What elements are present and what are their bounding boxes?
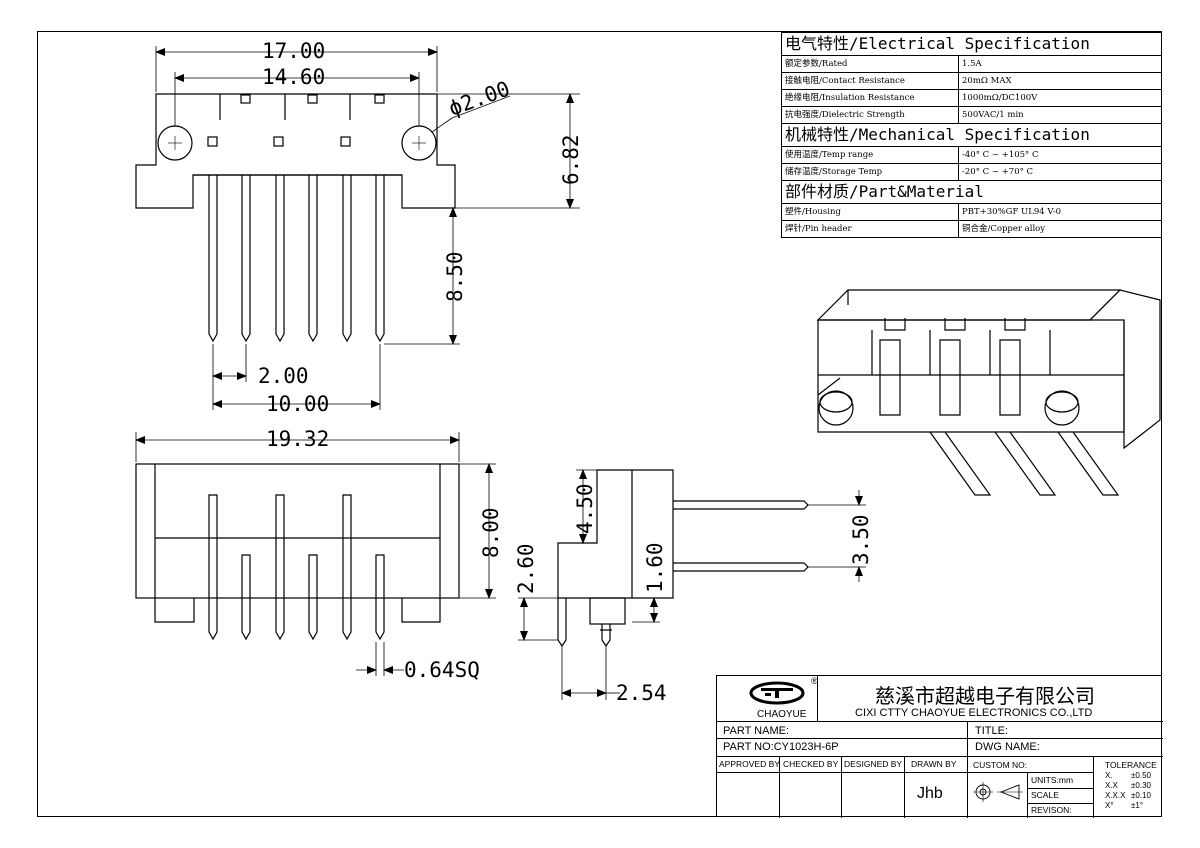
spec-value: 1000mΩ/DC100V — [958, 89, 1162, 107]
logo-text: CHAOYUE — [757, 709, 807, 720]
top-pins — [208, 175, 385, 343]
spec-label: 塑件/Housing — [781, 203, 959, 221]
spec-value: 500VAC/1 min — [958, 106, 1162, 124]
tolerance-key: X. — [1105, 771, 1113, 780]
drawing-frame — [37, 31, 1162, 817]
dim-pin-gap: 3.50 — [849, 514, 873, 565]
dim-side-upper: 4.50 — [573, 483, 597, 534]
drawn-by-label: DRAWN BY — [911, 759, 957, 769]
tolerance-key: X.X.X — [1105, 791, 1126, 800]
title-label: TITLE: — [975, 725, 1009, 737]
spec-row: 使用温度/Temp range-40° C ~ +105° C — [781, 146, 1162, 164]
dim-front-width: 19.32 — [266, 427, 329, 451]
tolerance-value: ±0.30 — [1131, 781, 1151, 790]
tolerance-value: ±0.50 — [1131, 771, 1151, 780]
dim-row-spacing: 2.54 — [616, 681, 667, 705]
checked-by-label: CHECKED BY — [783, 759, 839, 769]
scale-label: SCALE — [1031, 790, 1059, 800]
dim-hole-span: 14.60 — [262, 65, 325, 89]
dim-pitch: 2.00 — [258, 364, 309, 388]
dim-hole-diameter: ϕ2.00 — [446, 77, 514, 121]
tolerance-key: X.X — [1105, 781, 1118, 790]
dim-body-height: 6.82 — [559, 134, 583, 185]
designed-by-label: DESIGNED BY — [844, 759, 903, 769]
tolerance-title: TOLERANCE — [1105, 760, 1157, 770]
registered-mark: ® — [811, 676, 818, 686]
dim-side-offset: 1.60 — [643, 542, 667, 593]
spec-value: 20mΩ MAX — [958, 72, 1162, 90]
spec-value: PBT+30%GF UL94 V-0 — [958, 203, 1162, 221]
spec-value: -40° C ~ +105° C — [958, 146, 1162, 164]
units-label: UNITS:mm — [1031, 775, 1074, 785]
spec-row: 储存温度/Storage Temp-20° C ~ +70° C — [781, 163, 1162, 181]
front-view — [135, 463, 460, 641]
spec-label: 额定参数/Rated — [781, 55, 959, 73]
company-logo — [749, 681, 805, 705]
revision-label: REVISON: — [1031, 805, 1072, 815]
part-number: PART NO:CY1023H-6P — [723, 741, 839, 753]
electrical-spec-title: 电气特性/Electrical Specification — [781, 32, 1162, 56]
isometric-view — [816, 289, 1161, 496]
spec-value: -20° C ~ +70° C — [958, 163, 1162, 181]
dim-overall-length: 17.00 — [262, 39, 325, 63]
dim-pin-size: 0.64SQ — [404, 658, 480, 682]
spec-label: 储存温度/Storage Temp — [781, 163, 959, 181]
custom-no-label: CUSTOM NO: — [973, 760, 1028, 770]
material-spec-title: 部件材质/Part&Material — [781, 180, 1162, 204]
title-block: ® CHAOYUE 慈溪市超越电子有限公司 CIXI CTTY CHAOYUE … — [716, 675, 1163, 818]
spec-label: 使用温度/Temp range — [781, 146, 959, 164]
company-name-en: CIXI CTTY CHAOYUE ELECTRONICS CO.,LTD — [855, 707, 1093, 719]
company-name-cn: 慈溪市超越电子有限公司 — [875, 686, 1095, 708]
dim-pin-span: 10.00 — [266, 392, 329, 416]
front-pins — [208, 494, 385, 641]
tolerance-value: ±0.10 — [1131, 791, 1151, 800]
dim-front-height: 8.00 — [479, 507, 503, 558]
drawer-name: Jhb — [917, 785, 943, 802]
top-view — [135, 93, 456, 343]
spec-label: 接触电阻/Contact Resistance — [781, 72, 959, 90]
tolerance-key: X° — [1105, 801, 1114, 810]
spec-value: 1.5A — [958, 55, 1162, 73]
approved-by-label: APPROVED BY — [719, 759, 780, 769]
dwg-name-label: DWG NAME: — [975, 741, 1040, 753]
spec-label: 焊针/Pin header — [781, 220, 959, 238]
mechanical-spec-title: 机械特性/Mechanical Specification — [781, 123, 1162, 147]
specification-table: 电气特性/Electrical Specification 额定参数/Rated… — [781, 32, 1162, 238]
spec-label: 绝缘电阻/Insulation Resistance — [781, 89, 959, 107]
dim-pin-length: 8.50 — [443, 251, 467, 302]
projection-symbol-icon — [973, 782, 1023, 802]
tolerance-value: ±1° — [1131, 801, 1144, 810]
spec-value: 铜合金/Copper alloy — [958, 220, 1162, 238]
spec-label: 抗电强度/Dielectric Strength — [781, 106, 959, 124]
dim-side-lower: 2.60 — [514, 543, 538, 594]
part-name-label: PART NAME: — [723, 725, 790, 737]
